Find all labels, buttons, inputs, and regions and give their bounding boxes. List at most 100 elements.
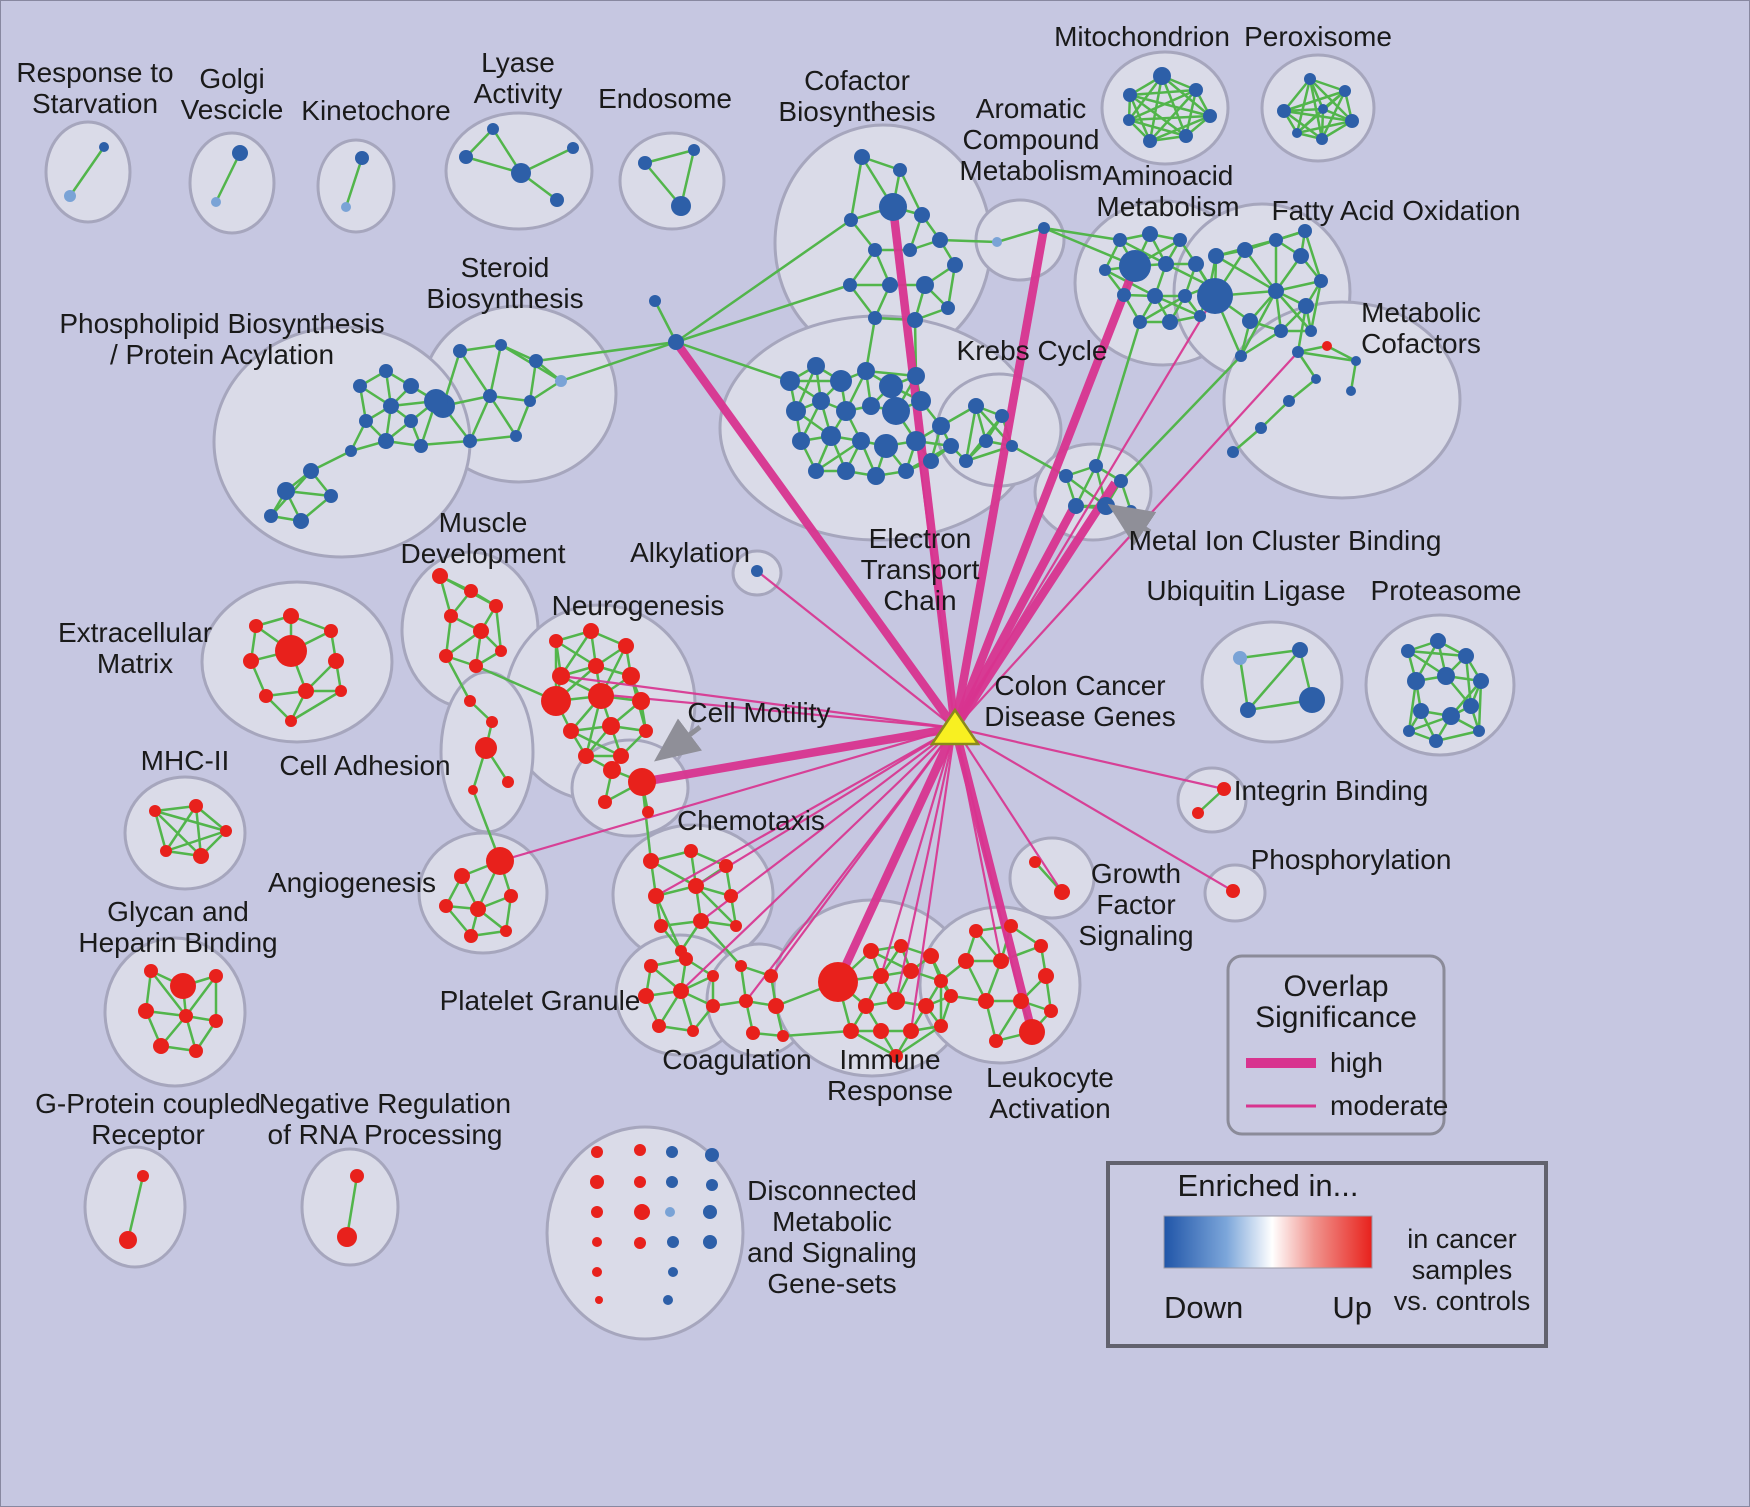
significance-edge-moderate — [954, 727, 1234, 892]
gene-set-node — [857, 362, 875, 380]
gene-set-node — [1097, 497, 1115, 515]
gene-set-node — [1029, 856, 1041, 868]
gene-set-node — [1162, 314, 1178, 330]
gene-set-node — [1203, 109, 1217, 123]
gene-set-node — [671, 196, 691, 216]
inter-cluster-edge — [444, 655, 472, 702]
gene-set-node — [903, 1023, 919, 1039]
cluster-peroxisome-label: Peroxisome — [1244, 21, 1392, 52]
gene-set-node — [812, 392, 830, 410]
gene-set-node — [613, 748, 629, 764]
significance-edge-moderate — [954, 726, 1225, 791]
gene-set-node — [792, 432, 810, 450]
gene-set-node — [1054, 884, 1070, 900]
gene-set-node — [453, 344, 467, 358]
cluster-aromatic-compound-metabolism-boundary — [974, 198, 1066, 282]
gene-set-node — [914, 207, 930, 223]
gene-set-node — [550, 193, 564, 207]
gene-set-overlap-edge — [1303, 230, 1323, 282]
gene-set-overlap-edge — [559, 630, 593, 677]
gene-set-node — [1292, 128, 1302, 138]
gene-set-node — [470, 901, 486, 917]
gene-set-overlap-edge — [1238, 657, 1250, 711]
gene-set-node — [1233, 651, 1247, 665]
callout-arrow — [654, 718, 702, 762]
gene-set-overlap-edge — [1184, 89, 1198, 137]
gene-set-node — [510, 430, 522, 442]
gene-set-overlap-edge — [570, 729, 622, 758]
gene-set-node — [598, 795, 612, 809]
gene-set-node — [979, 434, 993, 448]
significance-edge-moderate — [954, 727, 1063, 893]
gene-set-overlap-edge — [1149, 114, 1211, 143]
gene-set-node — [1147, 288, 1163, 304]
gene-set-node — [923, 453, 939, 469]
cluster-platelet-granule-label: Platelet Granule — [440, 985, 641, 1016]
gene-set-overlap-edge — [1128, 88, 1197, 122]
inter-cluster-edge — [1094, 321, 1142, 467]
gene-set-node — [1038, 222, 1050, 234]
gene-set-overlap-edge — [488, 395, 518, 437]
gene-set-node — [541, 686, 571, 716]
gene-set-node — [529, 354, 543, 368]
gene-set-node — [836, 401, 856, 421]
significance-edge-moderate — [879, 727, 957, 977]
significance-edge-high — [951, 480, 1119, 731]
gene-set-overlap-edge — [1477, 680, 1483, 732]
gene-set-node — [487, 123, 499, 135]
gene-set-node — [916, 276, 934, 294]
gene-set-overlap-edge — [1139, 294, 1186, 324]
gene-set-node — [588, 683, 614, 709]
gene-set-node — [1034, 939, 1048, 953]
gene-set-node — [1314, 274, 1328, 288]
gene-set-node — [903, 243, 917, 257]
cluster-endosome-boundary — [618, 131, 726, 231]
gene-set-overlap-edge — [458, 350, 492, 397]
gene-set-node — [149, 805, 161, 817]
gene-set-node — [879, 374, 903, 398]
gene-set-node — [592, 1237, 602, 1247]
gene-set-node — [1142, 226, 1158, 242]
gene-set-node — [679, 952, 693, 966]
cluster-mitochondrion-boundary — [1100, 50, 1230, 166]
gene-set-node — [634, 1144, 646, 1156]
significance-edge-moderate — [756, 570, 956, 729]
gene-set-node — [649, 295, 661, 307]
gene-set-node — [264, 509, 278, 523]
gene-set-node — [934, 974, 948, 988]
gene-set-overlap-edge — [469, 434, 517, 443]
gene-set-node — [735, 960, 747, 972]
gene-set-node — [137, 1170, 149, 1182]
gene-set-node — [1123, 114, 1135, 126]
gene-set-node — [153, 1038, 169, 1054]
significance-edge-moderate — [655, 727, 956, 897]
gene-set-node — [353, 379, 367, 393]
gene-set-node — [634, 1237, 646, 1249]
gene-set-node — [324, 489, 338, 503]
significance-edge-moderate — [695, 727, 956, 887]
gene-set-overlap-edge — [1119, 238, 1167, 266]
gene-set-node — [335, 685, 347, 697]
gene-set-node — [1237, 242, 1253, 258]
gene-set-node — [746, 1026, 760, 1040]
inter-cluster-edge — [560, 340, 677, 383]
cluster-cell-motility-label: Cell Motility — [687, 697, 830, 728]
gene-set-node — [873, 1023, 889, 1039]
gene-set-node — [868, 311, 882, 325]
gene-set-overlap-edge — [654, 895, 683, 952]
gene-set-node — [211, 197, 221, 207]
gene-set-overlap-edge — [290, 689, 342, 723]
gene-set-node — [1242, 313, 1258, 329]
gene-set-node — [1235, 350, 1247, 362]
gene-set-node — [666, 1176, 678, 1188]
inter-cluster-edge — [782, 1029, 852, 1038]
gene-set-node — [1318, 104, 1328, 114]
gene-set-overlap-edge — [849, 156, 864, 221]
